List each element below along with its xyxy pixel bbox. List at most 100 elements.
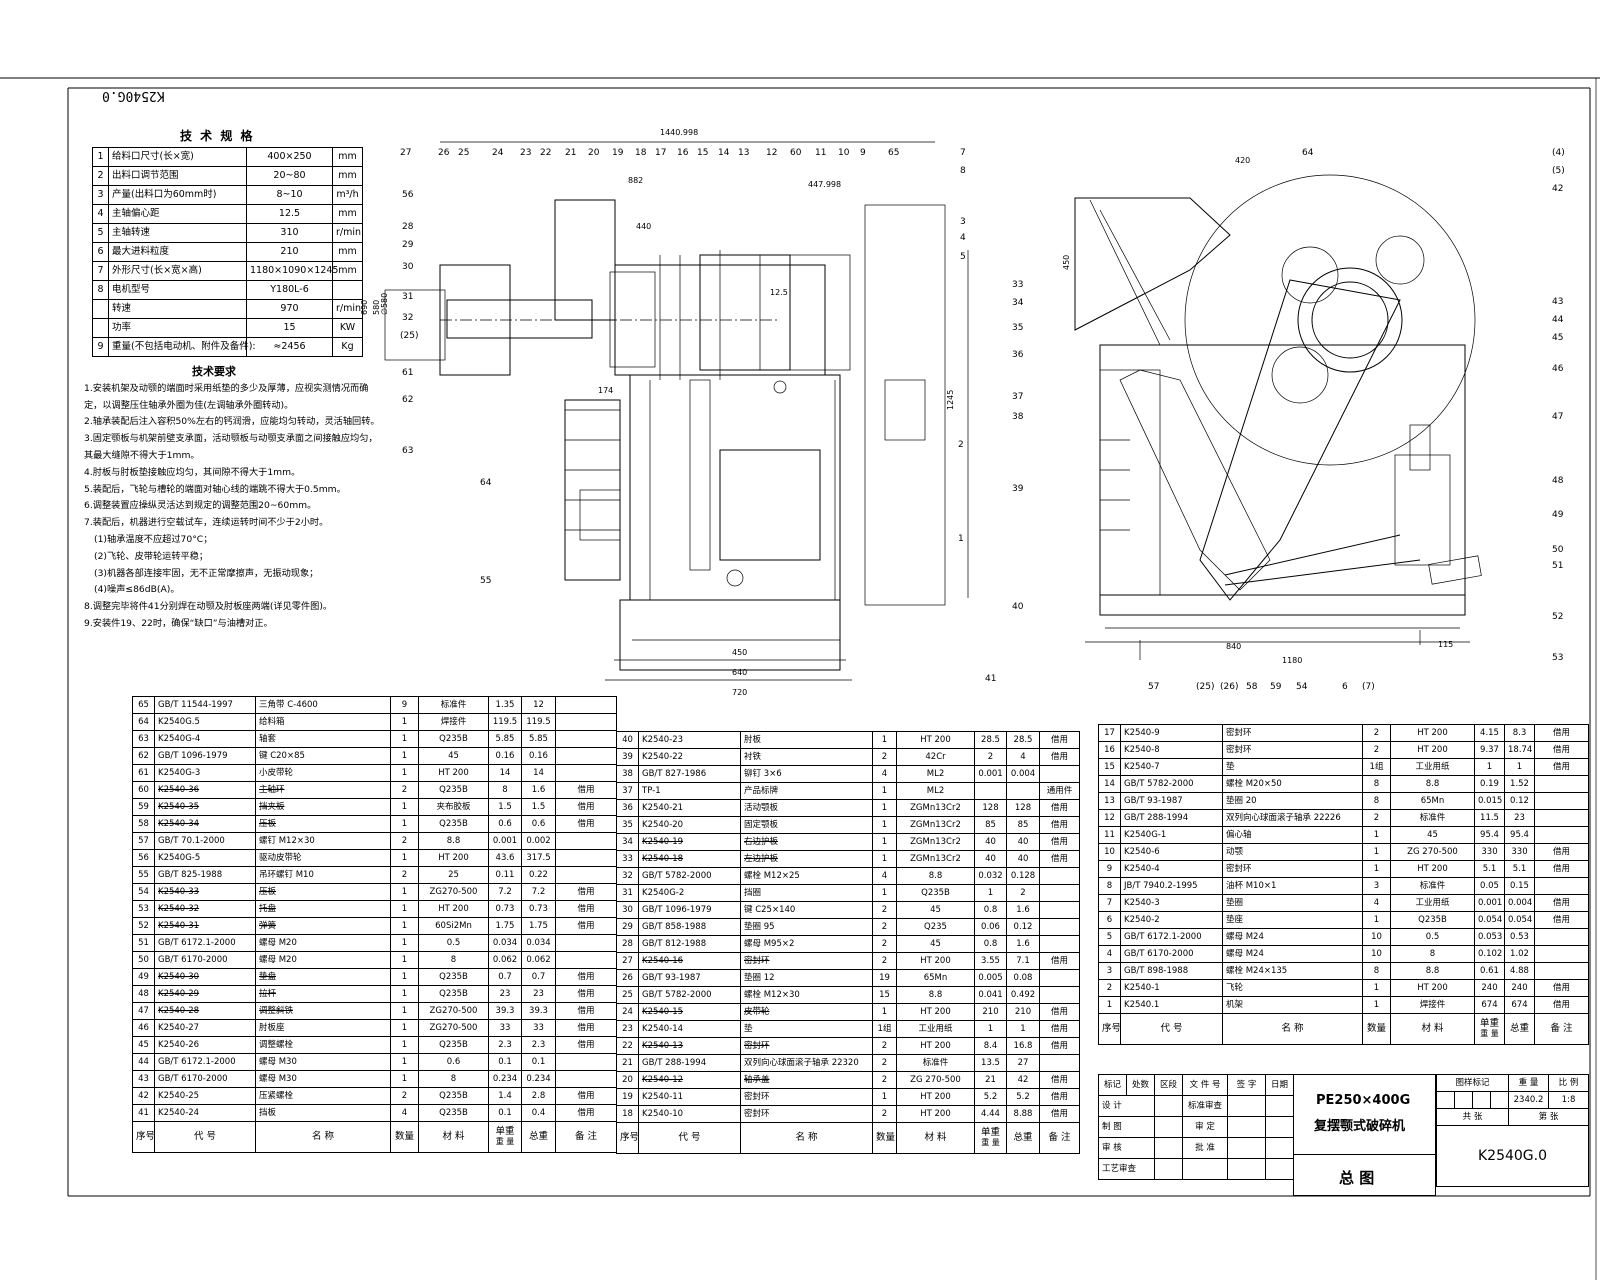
bom-mat: Q235B	[418, 815, 489, 833]
bom-mat: HT 200	[418, 764, 489, 782]
bom-no: 55	[132, 866, 155, 884]
bom-unit_w: 674	[1474, 996, 1505, 1014]
bom-qty: 1	[872, 833, 897, 851]
bom-header-total_w: 总重	[1504, 1013, 1535, 1045]
part-callout: 24	[492, 148, 504, 158]
bom-total_w: 0.004	[1504, 894, 1535, 912]
bom-total_w: 2.3	[521, 1036, 556, 1054]
bom-mat: Q235B	[418, 1036, 489, 1054]
bom-mat: 45	[896, 901, 975, 919]
note-line: 5.装配后，飞轮与槽轮的端面对轴心线的端跳不得大于0.5mm。	[84, 483, 346, 495]
bom-remark: 借用	[1534, 741, 1589, 759]
role-label: 审 核	[1098, 1137, 1155, 1159]
bom-mat: 45	[896, 935, 975, 953]
bom-total_w: 210	[1006, 1003, 1040, 1021]
bom-mat: Q235B	[418, 1104, 489, 1122]
part-callout: 16	[677, 148, 689, 158]
note-line: 2.轴承装配后注入容积50%左右的钙润滑，应能均匀转动，灵活轴回转。	[84, 416, 380, 428]
title-block: 标记处数区段文 件 号签 字日期设 计标准审查制 图审 定审 核批 准工艺审查 …	[1098, 1074, 1590, 1196]
bom-remark: 借用	[555, 985, 617, 1003]
bom-total_w: 2.8	[521, 1087, 556, 1105]
bom-qty: 1	[390, 917, 419, 935]
bom-name: 螺栓 M24×135	[1222, 962, 1363, 980]
bom-total_w: 0.73	[521, 900, 556, 918]
bom-name: 产品标牌	[740, 782, 873, 800]
product-name-cell: PE250×400G 复摆颚式破碎机 总 图	[1293, 1074, 1436, 1196]
bom-unit_w: 0.06	[974, 918, 1007, 936]
bom-name: 垫圈 95	[740, 918, 873, 936]
bom-remark: 借用	[1039, 952, 1080, 970]
bom-name: 机架	[1222, 996, 1363, 1014]
bom-qty: 2	[872, 901, 897, 919]
bom-mat: 8	[418, 1070, 489, 1088]
bom-header-row: 序号代 号名 称数量材 料单重重 量总重备 注	[132, 1121, 617, 1153]
bom-total_w: 0.4	[521, 1104, 556, 1122]
stage-label: 图样标记	[1435, 1074, 1510, 1092]
bom-header-row: 序号代 号名 称数量材 料单重重 量总重备 注	[1098, 1013, 1589, 1045]
bom-no: 41	[132, 1104, 155, 1122]
bom-code: K2540-25	[154, 1087, 256, 1105]
bom-no: 53	[132, 900, 155, 918]
bom-code: K2540-16	[638, 952, 741, 970]
bom-qty: 1组	[1362, 758, 1391, 776]
bom-no: 6	[1098, 911, 1121, 929]
bom-mat: Q235B	[896, 884, 975, 902]
part-callout: 31	[402, 292, 414, 302]
part-callout: 35	[1012, 323, 1024, 333]
bom-remark: 借用	[555, 883, 617, 901]
part-callout: 18	[635, 148, 647, 158]
bom-no: 49	[132, 968, 155, 986]
bom-remark	[1534, 792, 1589, 810]
bom-no: 19	[616, 1088, 639, 1106]
bom-remark	[1534, 775, 1589, 793]
bom-remark	[555, 696, 617, 714]
bom-name: 双列向心球面滚子轴承 22320	[740, 1054, 873, 1072]
bom-remark: 借用	[1534, 724, 1589, 742]
bom-mat: 60Si2Mn	[418, 917, 489, 935]
bom-name: 垫盘	[255, 968, 391, 986]
bom-no: 13	[1098, 792, 1121, 810]
bom-code: GB/T 6172.1-2000	[154, 934, 256, 952]
bom-total_w: 5.1	[1504, 860, 1535, 878]
bom-unit_w: 0.062	[488, 951, 522, 969]
bom-header-total_w: 总重	[521, 1121, 556, 1153]
bom-name: 飞轮	[1222, 979, 1363, 997]
bom-mat: 标准件	[1390, 877, 1475, 895]
bom-mat: ZGMn13Cr2	[896, 850, 975, 868]
bom-qty: 4	[1362, 894, 1391, 912]
bom-code: GB/T 93-1987	[638, 969, 741, 987]
bom-unit_w: 0.8	[974, 901, 1007, 919]
bom-name: 调整斜铁	[255, 1002, 391, 1020]
bom-name: 右边护板	[740, 833, 873, 851]
bom-no: 24	[616, 1003, 639, 1021]
bom-name: 垫圈 12	[740, 969, 873, 987]
part-callout: 48	[1552, 476, 1564, 486]
part-callout: 57	[1148, 682, 1160, 692]
part-callout: (5)	[1552, 166, 1565, 176]
sheet-number: 第 张	[1508, 1108, 1590, 1126]
bom-name: 密封环	[740, 1037, 873, 1055]
bom-qty: 8	[1362, 962, 1391, 980]
notes-title: 技术要求	[192, 365, 236, 378]
dimension-label: 450	[732, 648, 748, 657]
part-callout: 12	[766, 148, 778, 158]
bom-qty: 1组	[872, 1020, 897, 1038]
bom-qty: 2	[872, 1054, 897, 1072]
bom-total_w: 0.53	[1504, 928, 1535, 946]
bom-unit_w: 0.11	[488, 866, 522, 884]
bom-no: 14	[1098, 775, 1121, 793]
bom-no: 46	[132, 1019, 155, 1037]
dimension-label: 440	[636, 222, 652, 231]
bom-code: K2540-24	[154, 1104, 256, 1122]
bom-code: GB/T 70.1-2000	[154, 832, 256, 850]
bom-header-mat: 材 料	[1390, 1013, 1475, 1045]
bom-qty: 1	[390, 1053, 419, 1071]
bom-name: 密封环	[740, 1105, 873, 1123]
